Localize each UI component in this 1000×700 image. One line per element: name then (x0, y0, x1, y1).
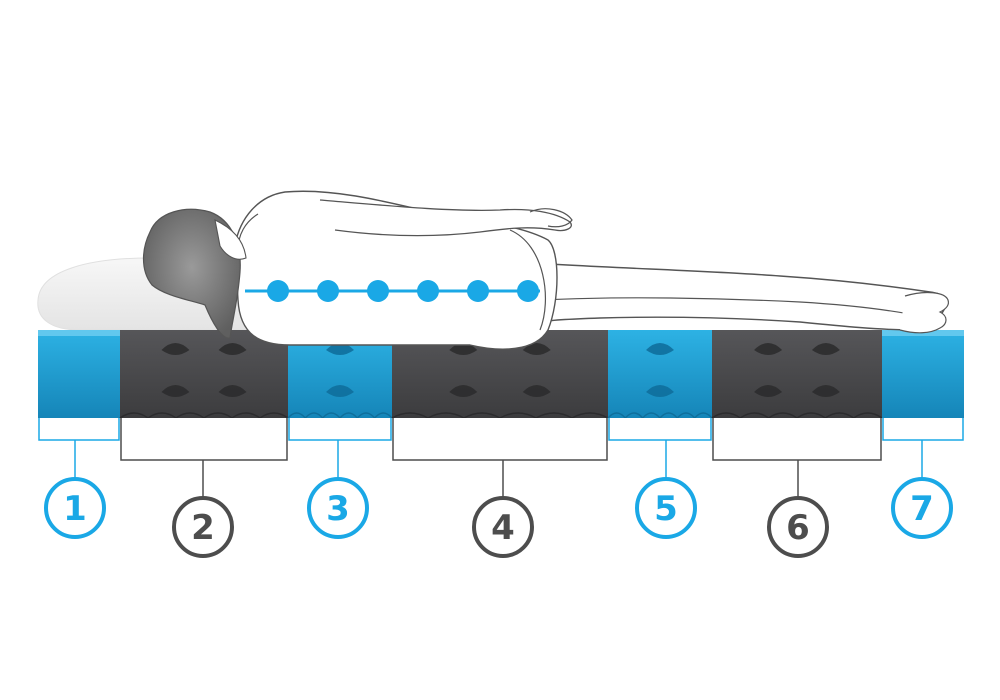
zone-6-notch (754, 343, 783, 355)
zone-3-marker (307, 477, 369, 539)
zone-3-base (288, 418, 392, 440)
zone-6-number: 6 (786, 508, 810, 548)
spine (245, 280, 540, 302)
zone-4-marker (472, 496, 534, 558)
zone-2-bracket (120, 418, 288, 461)
zone-edge-highlight (38, 330, 120, 336)
zone-2-notch (161, 385, 190, 397)
zone-5-notch (646, 343, 674, 355)
vertebra (267, 280, 289, 302)
vertebra (517, 280, 539, 302)
zone-6-base (712, 418, 882, 440)
zone-7-base (882, 418, 964, 440)
hair (142, 208, 241, 339)
zone-2-notch (161, 343, 190, 355)
zone-5-bracket (608, 418, 712, 441)
zone-3-number: 3 (326, 489, 350, 529)
zone-5-number: 5 (654, 489, 678, 529)
zone-1-base (38, 418, 120, 440)
zone-4-number: 4 (491, 508, 515, 548)
zone-4-notch (449, 385, 478, 397)
zone-1-block (38, 330, 120, 418)
zone-5-base (608, 418, 712, 440)
zone-6-bracket (712, 418, 882, 461)
zone-1-marker (44, 477, 106, 539)
hip-curve (509, 229, 546, 331)
vertebra (367, 280, 389, 302)
zone-2-notch (218, 343, 247, 355)
zone-7-bracket (882, 418, 964, 441)
vertebra (317, 280, 339, 302)
vertebra (467, 280, 489, 302)
zone-4-bracket (392, 418, 608, 461)
feet (899, 291, 949, 334)
zone-6-notch (754, 385, 783, 397)
zone-2-base (120, 418, 288, 440)
zone-2-notch (218, 385, 247, 397)
zone-3-bracket (288, 418, 392, 441)
zone-7-marker (891, 477, 953, 539)
hand (529, 208, 573, 228)
zone-1-bracket (38, 418, 120, 441)
legs-outline (519, 261, 948, 331)
vertebra (417, 280, 439, 302)
zone-1-number: 1 (63, 489, 87, 529)
zone-6-marker (767, 496, 829, 558)
zone-4-notch (522, 343, 551, 355)
zone-5-notch (646, 385, 674, 397)
leg-lower (544, 297, 921, 317)
zone-labels: 1 2 3 4 5 6 7 (38, 418, 964, 558)
arm (319, 199, 572, 237)
sleeping-person (142, 190, 949, 350)
zone-7-number: 7 (910, 489, 934, 529)
face (214, 219, 247, 260)
zone-2-marker (172, 496, 234, 558)
zone-4-notch (522, 385, 551, 397)
zone-3-notch (326, 343, 354, 355)
zone-3-notch (326, 385, 354, 397)
zone-5-marker (635, 477, 697, 539)
zone-4-notch (449, 343, 478, 355)
zone-6-notch (811, 343, 840, 355)
zone-7-block (882, 330, 964, 418)
zone-2-number: 2 (191, 508, 215, 548)
zone-4-base (392, 418, 608, 440)
zone-6-notch (811, 385, 840, 397)
zone-6-block (712, 330, 882, 418)
zone-2-block (120, 330, 288, 418)
